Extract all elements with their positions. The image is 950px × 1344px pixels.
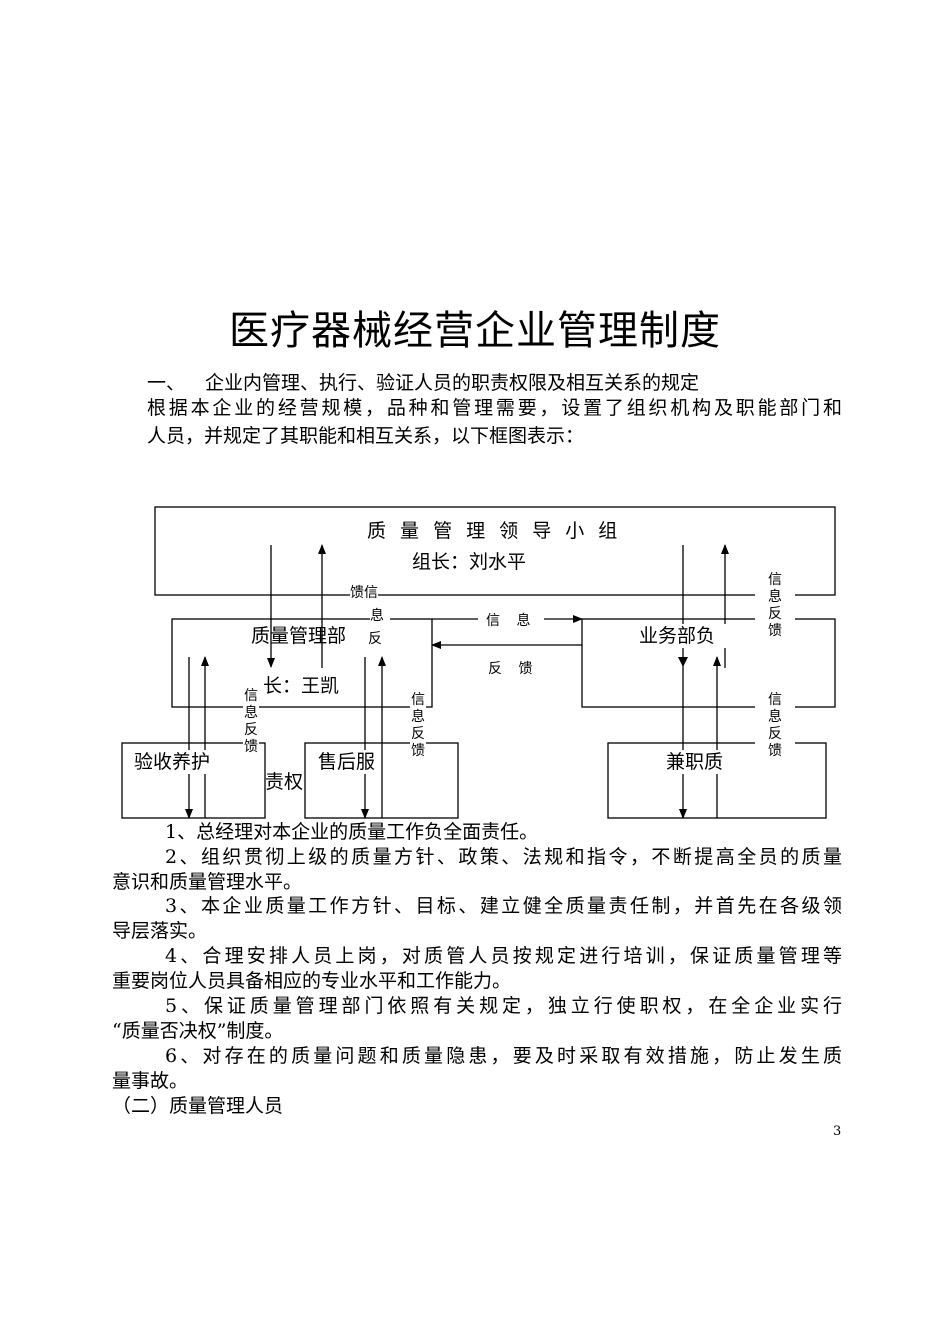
quality-dept-leader: 长：王凯 <box>263 674 340 698</box>
body-line: 重要岗位人员具备相应的专业水平和工作能力。 <box>112 970 512 992</box>
body-line: 导层落实。 <box>112 920 208 942</box>
info-feedback-label: 信息反馈 <box>243 686 259 758</box>
info-arrow-label: 信 息 <box>478 610 545 630</box>
char: 信 <box>768 692 782 708</box>
page-number: 3 <box>833 1124 842 1139</box>
top-box <box>154 506 836 596</box>
char: 馈 <box>411 743 425 759</box>
body-line: 意识和质量管理水平。 <box>112 871 303 893</box>
intro-line: 根据本企业的经营规模，品种和管理需要，设置了组织机构及职能部门和 <box>147 397 842 419</box>
info-feedback-label: 信息反馈 <box>755 570 795 642</box>
subsection-heading: （二）质量管理人员 <box>112 1095 284 1117</box>
document-title: 医疗器械经营企业管理制度 <box>229 308 721 354</box>
body-line: 5、保证质量管理部门依照有关规定，独立行使职权，在全企业实行 <box>165 995 842 1017</box>
quality-dept-box <box>171 618 433 708</box>
info-feedback-label: 信息反馈 <box>755 690 795 762</box>
char: 反 <box>411 726 425 742</box>
feedback-label: 馈信 <box>350 582 378 602</box>
leadership-group-leader: 组长：刘水平 <box>412 551 527 573</box>
char: 息 <box>411 709 425 725</box>
body-line: 3、本企业质量工作方针、目标、建立健全质量责任制，并首先在各级领 <box>165 895 842 917</box>
char: 反 <box>768 606 782 622</box>
char: 馈 <box>768 623 782 639</box>
info-label: 息 <box>370 605 390 625</box>
char: 息 <box>244 705 258 721</box>
body-line: 1、总经理对本企业的质量工作负全面责任。 <box>165 821 539 843</box>
section-heading: 企业内管理、执行、验证人员的职责权限及相互关系的规定 <box>205 372 700 394</box>
char: 信 <box>244 688 258 704</box>
char: 反 <box>244 722 258 738</box>
feedback-arrow-label: 反 馈 <box>488 658 539 678</box>
char: 反 <box>768 726 782 742</box>
body-line: 6、对存在的质量问题和质量隐患，要及时采取有效措施，防止发生质 <box>165 1045 842 1067</box>
body-line: 4、合理安排人员上岗，对质管人员按规定进行培训，保证质量管理等 <box>165 945 842 967</box>
char: 信 <box>411 692 425 708</box>
overlap-text: 责权 <box>265 771 304 793</box>
body-line: 量事故。 <box>112 1070 189 1092</box>
leadership-group-title: 质 量 管 理 领 导 小 组 <box>367 519 622 543</box>
feedback-label: 反 <box>368 631 388 647</box>
acceptance-title: 验收养护 <box>134 750 211 774</box>
char: 息 <box>768 709 782 725</box>
business-dept-box <box>581 618 836 708</box>
body-line: 2、组织贯彻上级的质量方针、政策、法规和指令，不断提高全员的质量 <box>165 846 842 868</box>
char: 馈 <box>244 739 258 755</box>
quality-dept-title: 质量管理部 <box>251 625 347 647</box>
part-time-title: 兼职质 <box>666 750 724 774</box>
section-number: 一、 <box>147 372 186 394</box>
business-dept-title: 业务部负 <box>639 624 728 648</box>
body-line: “质量否决权”制度。 <box>112 1020 284 1042</box>
intro-line: 人员，并规定了其职能和相互关系，以下框图表示： <box>147 425 585 447</box>
acceptance-box <box>121 742 266 819</box>
info-feedback-label: 信息反馈 <box>410 690 426 762</box>
char: 馈 <box>768 743 782 759</box>
after-sales-title: 售后服 <box>318 750 376 774</box>
char: 信 <box>768 572 782 588</box>
char: 息 <box>768 589 782 605</box>
